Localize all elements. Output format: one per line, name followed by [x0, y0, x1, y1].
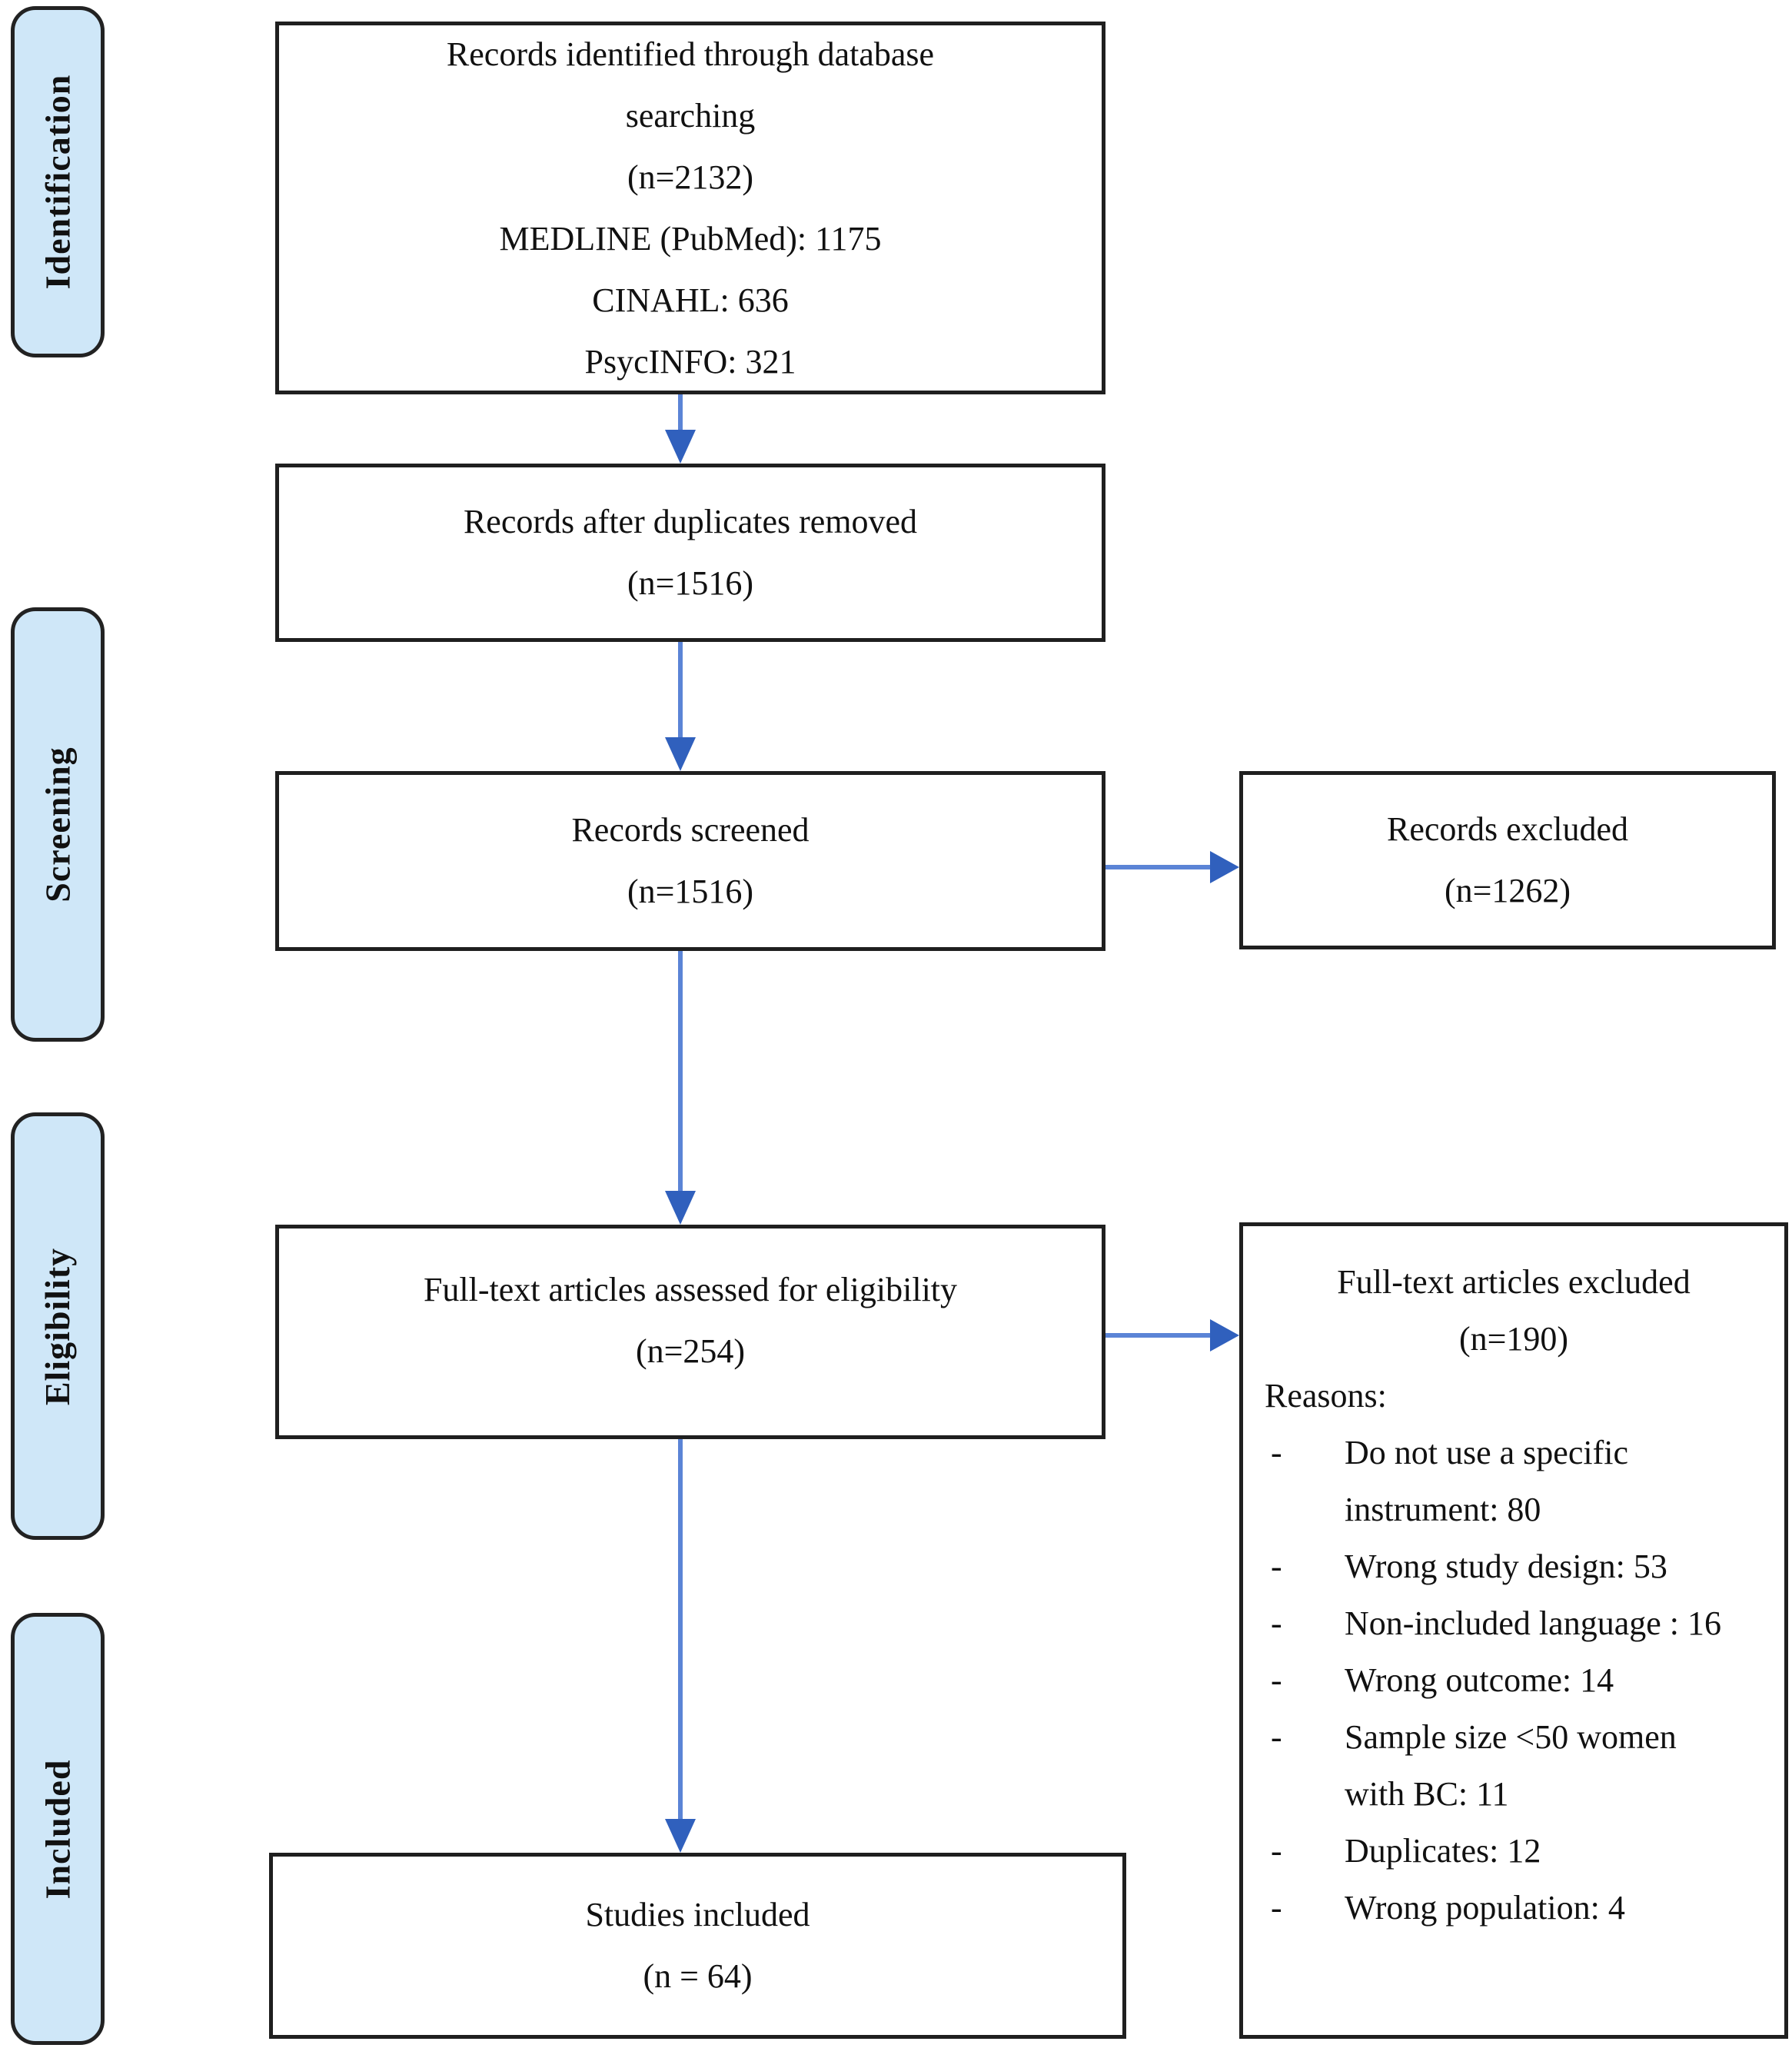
arrow-fulltext-to-excluded-head	[1210, 1319, 1239, 1351]
box-records-identified-medline: MEDLINE (PubMed): 1175	[499, 219, 882, 258]
stage-identification: Identification	[11, 6, 105, 357]
exclusion-reason-text: Wrong outcome: 14	[1345, 1661, 1614, 1699]
arrow-dedup-to-screened-head	[665, 737, 696, 771]
stage-identification-label: Identification	[38, 74, 78, 290]
stage-screening-label: Screening	[38, 746, 78, 903]
box-records-identified-line: Records identified through database	[446, 35, 935, 73]
stage-included-label: Included	[38, 1759, 78, 1899]
box-studies-included: Studies included (n = 64)	[269, 1853, 1126, 2039]
box-fulltext-excluded: Full-text articles excluded (n=190) Reas…	[1239, 1222, 1788, 2039]
box-duplicates-removed-count: (n=1516)	[627, 564, 754, 602]
exclusion-reason-text: Sample size <50 women with BC: 11	[1345, 1718, 1677, 1813]
arrow-screened-to-fulltext	[678, 951, 683, 1192]
box-records-excluded-count: (n=1262)	[1444, 872, 1571, 909]
bullet-dash: -	[1271, 1718, 1282, 1756]
exclusion-reason-row: - Wrong outcome: 14	[1243, 1652, 1784, 1709]
arrow-screened-to-excluded-head	[1210, 851, 1239, 883]
arrow-identified-to-dedup	[678, 394, 683, 433]
bullet-dash: -	[1271, 1661, 1282, 1699]
box-records-identified-psycinfo: PsycINFO: 321	[584, 342, 796, 381]
arrow-screened-to-fulltext-head	[665, 1191, 696, 1225]
arrow-dedup-to-screened	[678, 642, 683, 739]
exclusion-reason-row: - Wrong study design: 53	[1243, 1538, 1784, 1595]
exclusion-reason-row: - Sample size <50 women with BC: 11	[1243, 1709, 1784, 1823]
box-records-screened-line: Records screened	[571, 811, 810, 849]
box-records-identified-line: searching	[625, 96, 756, 135]
exclusion-reason-row: - Do not use a specific instrument: 80	[1243, 1425, 1784, 1538]
box-fulltext-assessed: Full-text articles assessed for eligibil…	[275, 1225, 1105, 1439]
arrow-fulltext-to-included-head	[665, 1819, 696, 1853]
exclusion-reason-row: - Duplicates: 12	[1243, 1823, 1784, 1880]
exclusion-reasons-label: Reasons:	[1265, 1377, 1387, 1415]
box-records-identified: Records identified through database sear…	[275, 22, 1105, 394]
bullet-dash: -	[1271, 1889, 1282, 1927]
bullet-dash: -	[1271, 1548, 1282, 1585]
stage-included: Included	[11, 1613, 105, 2045]
bullet-dash: -	[1271, 1434, 1282, 1471]
box-fulltext-assessed-count: (n=254)	[635, 1332, 746, 1370]
arrow-fulltext-to-excluded	[1105, 1333, 1212, 1338]
stage-eligibility: Eligibility	[11, 1112, 105, 1540]
exclusion-reason-text: Do not use a specific instrument: 80	[1345, 1434, 1628, 1528]
box-records-screened: Records screened (n=1516)	[275, 771, 1105, 951]
exclusion-reason-text: Wrong population: 4	[1345, 1889, 1625, 1927]
stage-eligibility-label: Eligibility	[38, 1247, 78, 1405]
exclusion-reason-row: - Wrong population: 4	[1243, 1880, 1784, 1937]
exclusion-reason-text: Non-included language : 16	[1345, 1604, 1721, 1642]
box-studies-included-line: Studies included	[585, 1896, 810, 1933]
box-duplicates-removed-line: Records after duplicates removed	[463, 503, 918, 540]
box-duplicates-removed: Records after duplicates removed (n=1516…	[275, 464, 1105, 642]
exclusion-reason-text: Wrong study design: 53	[1345, 1548, 1667, 1585]
box-records-identified-count: (n=2132)	[627, 158, 754, 196]
arrow-screened-to-excluded	[1105, 865, 1212, 869]
box-fulltext-excluded-count: (n=190)	[1458, 1320, 1569, 1358]
bullet-dash: -	[1271, 1604, 1282, 1642]
box-fulltext-assessed-line: Full-text articles assessed for eligibil…	[423, 1271, 958, 1308]
arrow-fulltext-to-included	[678, 1439, 683, 1820]
arrow-identified-to-dedup-head	[665, 430, 696, 464]
box-studies-included-count: (n = 64)	[643, 1957, 753, 1995]
stage-screening: Screening	[11, 607, 105, 1042]
box-records-identified-cinahl: CINAHL: 636	[592, 281, 789, 319]
exclusion-reason-row: - Non-included language : 16	[1243, 1595, 1784, 1652]
box-records-excluded-line: Records excluded	[1387, 810, 1628, 848]
box-records-screened-count: (n=1516)	[627, 873, 754, 910]
exclusion-reason-text: Duplicates: 12	[1345, 1832, 1541, 1870]
box-fulltext-excluded-title: Full-text articles excluded	[1337, 1263, 1691, 1301]
bullet-dash: -	[1271, 1832, 1282, 1870]
box-records-excluded: Records excluded (n=1262)	[1239, 771, 1776, 949]
